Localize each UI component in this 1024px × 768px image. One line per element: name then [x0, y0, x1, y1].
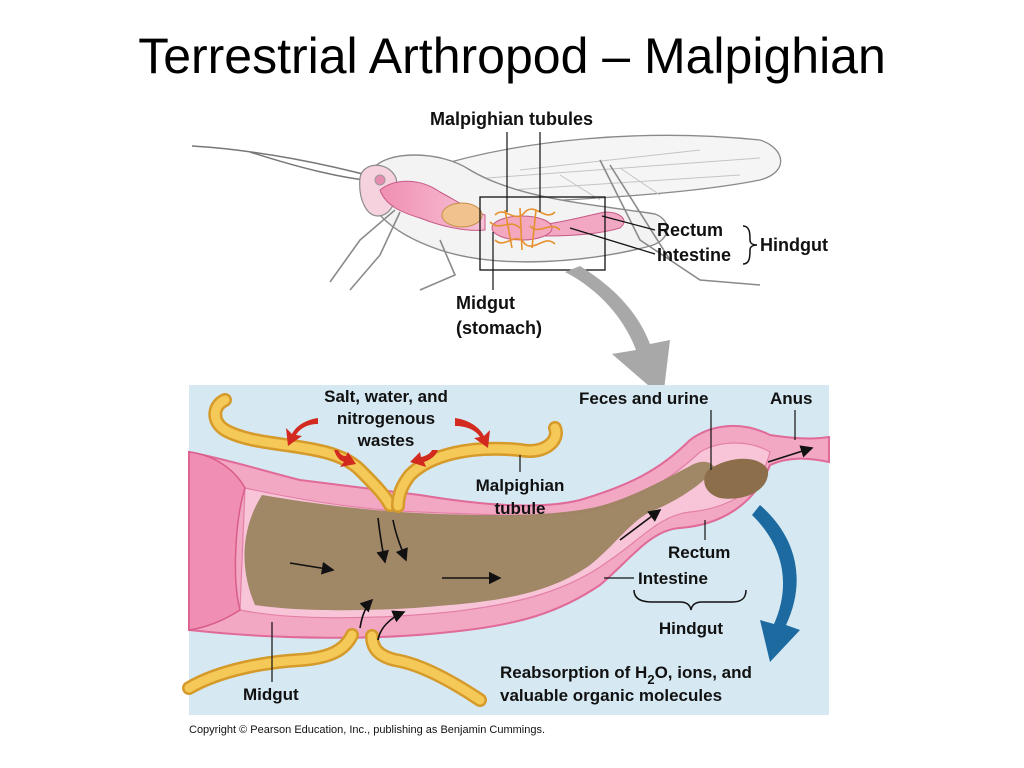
label-valuable-molecules: valuable organic molecules [500, 686, 722, 705]
crop [441, 202, 483, 228]
label-malpighian-tubules: Malpighian tubules [430, 109, 593, 129]
bottom-labels: Salt, water, and nitrogenous wastes Fece… [243, 387, 813, 705]
label-salt-water: Salt, water, and [324, 387, 448, 406]
wing-veins [459, 149, 761, 201]
gut-opening-rim [188, 451, 246, 631]
label-wastes: wastes [357, 431, 415, 450]
hindgut-brace-top [742, 225, 758, 265]
hindgut-tube [539, 211, 625, 237]
legs [329, 159, 761, 291]
rectum-contents [704, 458, 769, 499]
label-tubule: tubule [495, 499, 546, 518]
slide-title: Terrestrial Arthropod – Malpighian [138, 28, 886, 84]
malpighian-tubule-lower [182, 628, 487, 707]
label-reabsorption: Reabsorption of H2O, ions, and [500, 663, 752, 687]
antenna [191, 145, 379, 179]
red-arrow-left [286, 418, 318, 446]
grasshopper-illustration [191, 134, 782, 291]
red-arrow-center-left [334, 450, 356, 467]
copyright-notice: Copyright © Pearson Education, Inc., pub… [189, 724, 546, 736]
gut-contents [244, 461, 715, 611]
label-rectum-bottom: Rectum [668, 543, 730, 562]
hindgut-brace-bottom [633, 589, 747, 611]
gray-zoom-arrow [565, 266, 670, 398]
red-arrow-right [455, 418, 490, 448]
reabsorption-text-end: O, ions, and [655, 663, 752, 682]
label-stomach-top: (stomach) [456, 318, 542, 338]
eye [374, 174, 386, 186]
reabsorption-subscript: 2 [647, 672, 654, 687]
blue-reabsorption-arrow [752, 505, 800, 662]
label-intestine-bottom: Intestine [638, 569, 708, 588]
malpighian-tubules-cluster [489, 207, 561, 251]
red-arrow-center-right [410, 450, 438, 467]
label-intestine-top: Intestine [657, 245, 731, 265]
label-hindgut-top: Hindgut [760, 235, 828, 255]
leader-line [569, 227, 656, 255]
detail-panel [182, 385, 830, 715]
flow-arrows [289, 445, 814, 641]
label-midgut-bottom: Midgut [243, 685, 299, 704]
label-nitrogenous: nitrogenous [337, 409, 435, 428]
leader-line [601, 215, 656, 231]
label-rectum-top: Rectum [657, 220, 723, 240]
inset-box [479, 196, 606, 271]
label-anus: Anus [770, 389, 813, 408]
label-midgut-top: Midgut [456, 293, 515, 313]
label-hindgut-bottom: Hindgut [659, 619, 724, 638]
reabsorption-text-start: Reabsorption of H [500, 663, 647, 682]
malpighian-tubule-upper [208, 393, 563, 513]
label-malpighian-tubule: Malpighian [476, 476, 565, 495]
top-labels: Malpighian tubules Rectum Intestine Hind… [430, 109, 828, 338]
label-feces-urine: Feces and urine [579, 389, 708, 408]
